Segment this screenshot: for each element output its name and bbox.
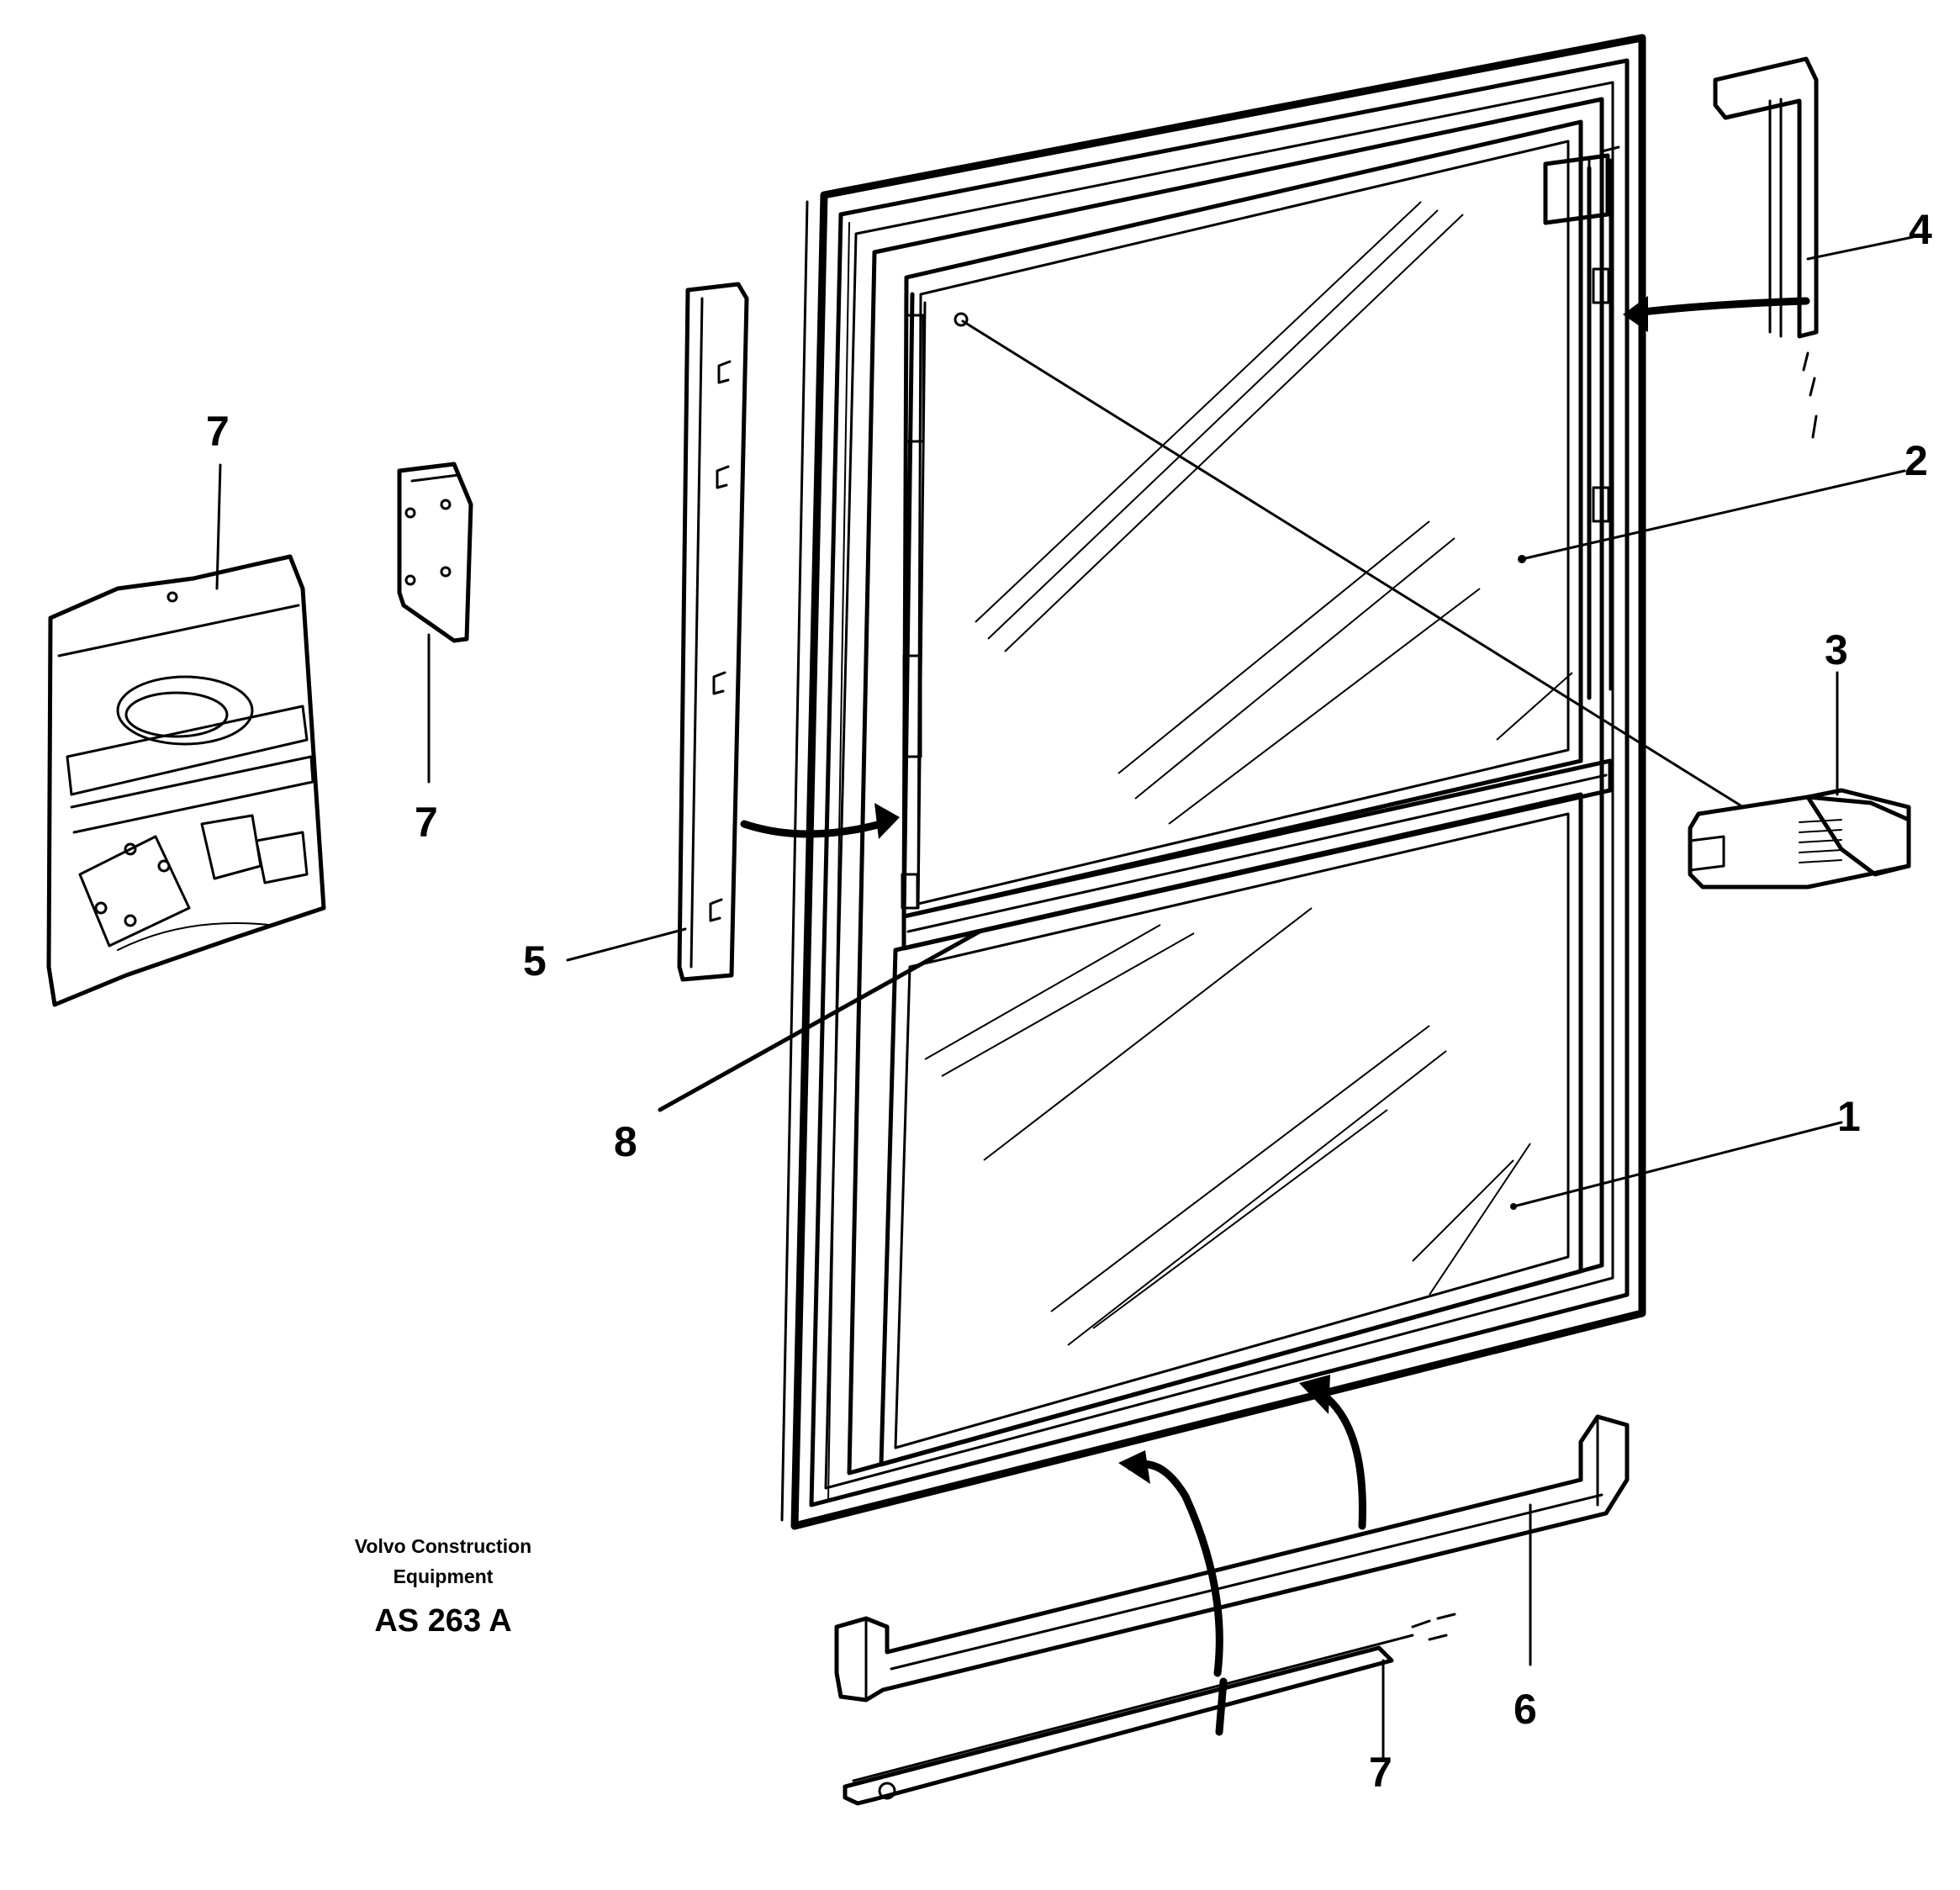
vertical-sealing-strip [677,282,749,982]
credit-line-1: Volvo Construction [355,1535,531,1557]
callout-7-plate: 7 [415,799,438,846]
callout-4: 4 [1909,206,1932,253]
callout-6: 6 [1514,1686,1537,1733]
credit-line-2: Equipment [394,1565,494,1587]
mounting-plate-part [397,462,473,643]
right-channel-rail [1587,158,1612,700]
upper-glass-pane [901,119,1583,919]
callout-5: 5 [523,937,547,985]
left-channel-rail [901,292,927,919]
parts-bag [46,554,326,1007]
window-latch-part [1688,788,1911,890]
strip-install-arrow [740,803,900,839]
bottom-seal-strip [843,1613,1456,1806]
bracket-install-arrow [1623,296,1810,332]
callout-3: 3 [1825,626,1848,673]
callout-7-strip: 7 [1369,1749,1392,1796]
leader-lines [215,235,1915,1759]
bottom-channel-part [834,1414,1630,1703]
callout-2: 2 [1905,437,1928,484]
upper-latch-block [1543,145,1620,225]
bottom-install-arrows [1118,1375,1366,1736]
callout-1: 1 [1837,1093,1861,1140]
corner-bracket-part [1713,56,1819,439]
center-divider-bar [901,758,1613,951]
window-frame [780,34,1646,1530]
callout-8: 8 [614,1118,637,1165]
callout-7-bag: 7 [206,408,230,455]
lower-glass-pane [879,792,1583,1467]
drawing-code: AS 263 A [374,1603,511,1639]
